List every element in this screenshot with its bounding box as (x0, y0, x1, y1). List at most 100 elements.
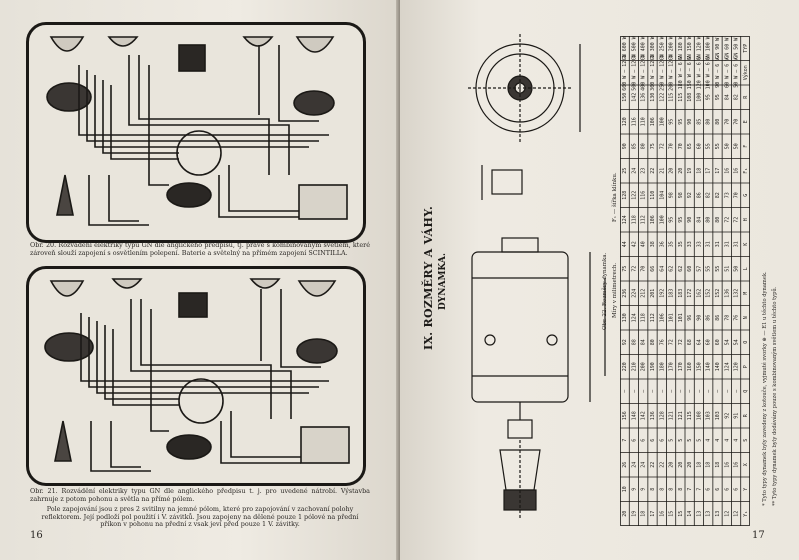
table-cell: GN 120 W (696, 36, 702, 60)
table-cell: 91 (734, 413, 740, 419)
table-cell: 4 (715, 439, 721, 442)
table-cell: 60 (687, 266, 693, 272)
table-cell: 150 W — 6 V (687, 56, 693, 89)
table-cell: 6 (734, 488, 740, 491)
table-cell: 19 (687, 168, 693, 174)
table-cell: 104 (659, 191, 665, 200)
table-cell: 120 W — 6 V (696, 56, 702, 89)
table-cell: 152 (706, 289, 712, 298)
dynamo-dimension-drawing (468, 34, 606, 520)
table-cell: 148 (631, 411, 637, 420)
table-cell: 4 (706, 439, 712, 442)
table-cell: 183 (669, 289, 675, 298)
table-cell: 38 (650, 241, 656, 247)
table-cell: 68 (687, 339, 693, 345)
table-cell: 156 (622, 411, 628, 420)
table-cell: 15 (678, 511, 684, 517)
table-cell: 170 (669, 362, 675, 371)
table-cell: 82 (734, 94, 740, 100)
table-cell: 73 (724, 192, 730, 198)
table-cell: 172 (687, 289, 693, 298)
table-cell: 90 (687, 217, 693, 223)
figure-22-caption: Obr. 22. Rozměry dynamka. (602, 252, 608, 330)
table-cell: 103 (706, 411, 712, 420)
table-cell: 300 W — 12 V (650, 55, 656, 91)
table-cell: 85 (696, 119, 702, 125)
table-cell: 95 (678, 119, 684, 125)
table-cell: 400 W — 12 V (641, 55, 647, 91)
table-cell: 54 (724, 339, 730, 345)
table-cell: 128 (622, 191, 628, 200)
table-cell: 31 (734, 241, 740, 247)
table-cell: 98 (669, 192, 675, 198)
table-header-cell: H (743, 218, 749, 221)
table-cell: 90 (622, 143, 628, 149)
table-cell: 75 (622, 266, 628, 272)
table-cell: 70 (678, 143, 684, 149)
table-cell: 84 (696, 217, 702, 223)
table-cell: 212 (641, 289, 647, 298)
table-cell: 7 (696, 488, 702, 491)
table-cell: — (641, 389, 647, 393)
table-cell: 4 (724, 439, 730, 442)
table-header-cell: Y₁ (743, 511, 749, 517)
table-header-cell: L (743, 267, 749, 270)
table-cell: 33 (696, 241, 702, 247)
table-cell: 9 (631, 488, 637, 491)
table-cell: 50 (734, 266, 740, 272)
table-cell: 9 (641, 488, 647, 491)
table-cell: 121 (678, 411, 684, 420)
table-cell: 224 (631, 289, 637, 298)
table-cell: 54 (734, 339, 740, 345)
table-cell: 72 (734, 217, 740, 223)
table-cell: 55 (715, 266, 721, 272)
table-cell: 4 (734, 439, 740, 442)
section-title: IX. ROZMĚRY A VÁHY. (422, 205, 435, 350)
table-cell: 124 (622, 215, 628, 224)
table-cell: 108 (696, 411, 702, 420)
table-cell: 31 (715, 241, 721, 247)
table-header-cell: R (743, 95, 749, 99)
table-cell: 36 (659, 241, 665, 247)
table-cell: 72 (724, 217, 730, 223)
table-cell: GN 300 W (650, 36, 656, 60)
table-cell: 12 (724, 511, 730, 517)
table-cell: 162 (696, 289, 702, 298)
table-cell: 180 (659, 362, 665, 371)
table-cell: 95 (669, 119, 675, 125)
page-number-right: 17 (752, 530, 765, 541)
table-cell: 8 (678, 488, 684, 491)
table-cell: 50 (724, 143, 730, 149)
table-cell: 57 (696, 266, 702, 272)
table-cell: — (724, 389, 730, 393)
table-cell: 121 (669, 411, 675, 420)
table-cell: 100 W — 6 V (706, 56, 712, 89)
table-cell: 116 (631, 117, 637, 126)
table-cell: — (687, 389, 693, 393)
figure-21-note: Pole zapojování jsou z pres 2 svitilny n… (41, 505, 359, 529)
table-header-cell: Y (743, 488, 749, 491)
table-cell: 24 (631, 168, 637, 174)
table-cell: 18 (696, 168, 702, 174)
table-cell: 20 (687, 462, 693, 468)
table-header-cell: F (743, 145, 749, 148)
table-cell: 20 (678, 462, 684, 468)
table-cell: 136 (641, 93, 647, 102)
table-header-cell: O (743, 341, 749, 344)
table-cell: 25 (622, 168, 628, 174)
table-header-cell: TYP (743, 44, 749, 53)
table-cell: 20 (622, 511, 628, 517)
table-cell: 90 (696, 315, 702, 321)
table-cell: 6 (659, 439, 665, 442)
table-cell: 50 W — 6 V (734, 58, 740, 88)
table-cell: 60 (706, 339, 712, 345)
table-cell: 21 (659, 168, 665, 174)
table-cell: 18 (641, 511, 647, 517)
table-header-cell: K (743, 243, 749, 246)
table-cell: 5 (669, 439, 675, 442)
table-cell: 70 (734, 119, 740, 125)
table-header-cell: G (743, 194, 749, 197)
table-cell: 90 (687, 119, 693, 125)
footnote-2: ** Tyto typy dynamek byly dodávány pouze… (772, 286, 778, 506)
